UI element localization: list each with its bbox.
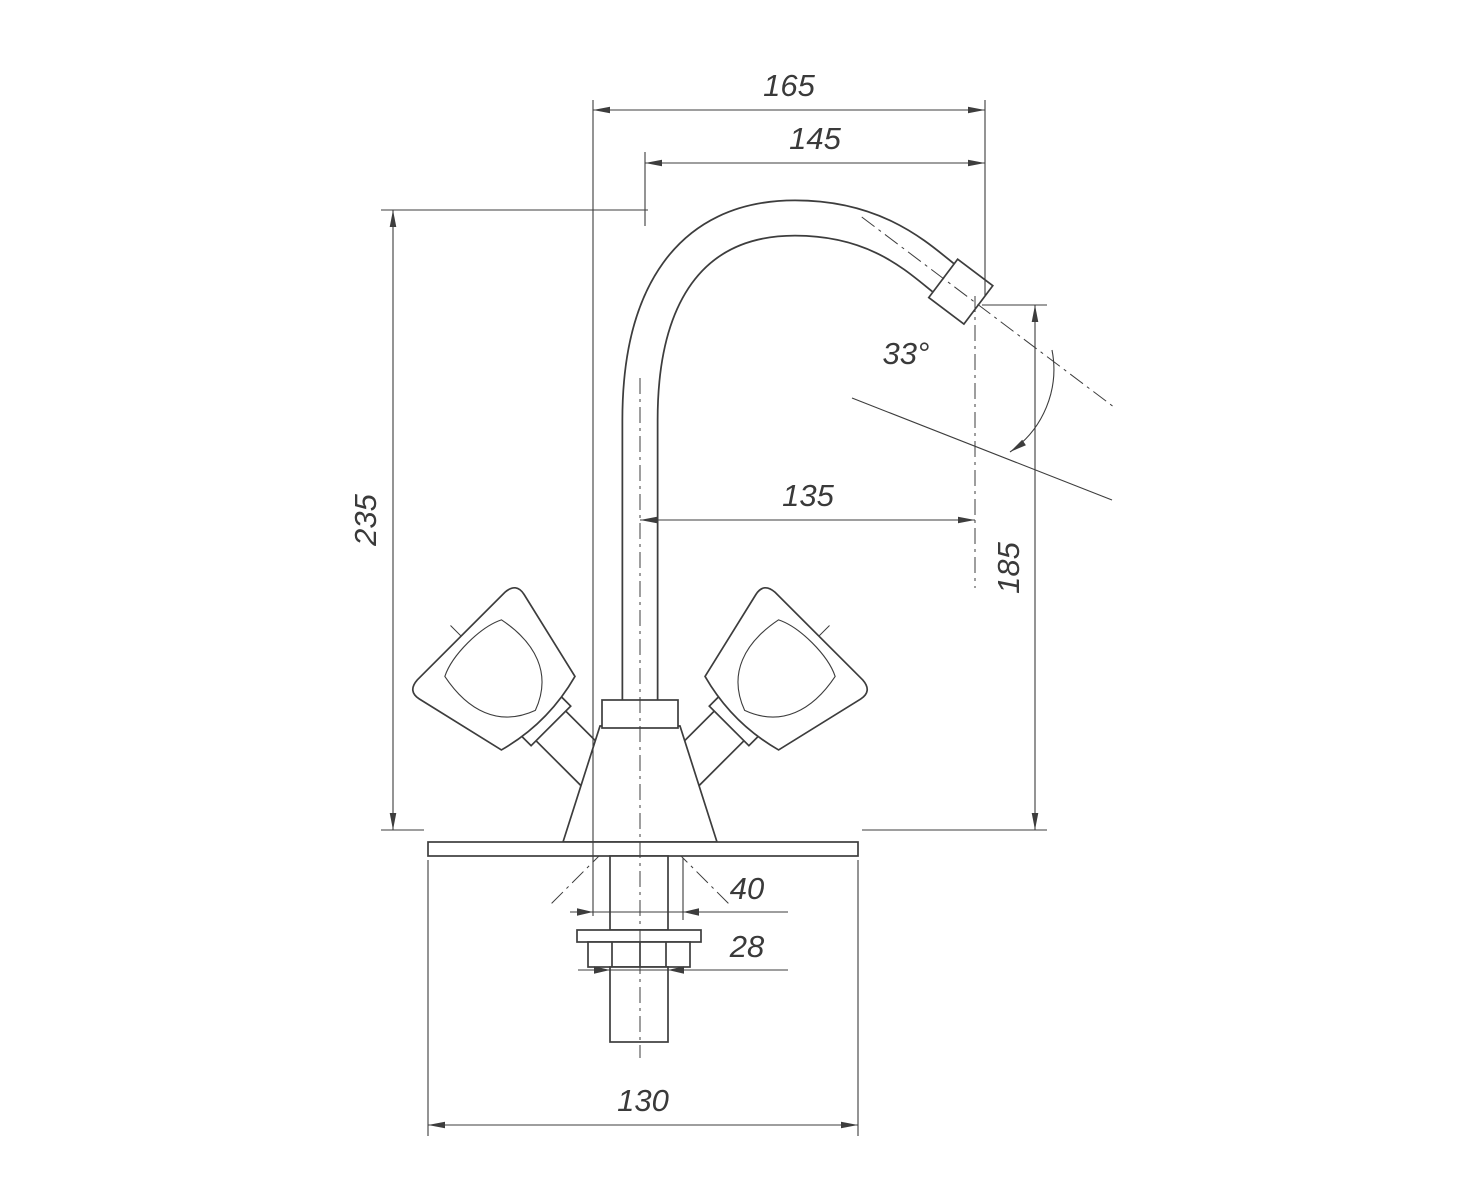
faucet-handle-right — [549, 586, 869, 906]
dim-label-165: 165 — [763, 68, 815, 103]
dim-label-135: 135 — [782, 478, 834, 513]
dimension-body-width: 40 — [570, 858, 788, 920]
under-deck-shank — [576, 855, 702, 1043]
dim-label-28: 28 — [729, 929, 765, 964]
mounting-deck — [427, 841, 859, 857]
dimension-height-above-deck: 235 — [348, 209, 648, 831]
dimension-base-width: 130 — [427, 860, 859, 1136]
dimension-spout-angle: 33° — [851, 336, 1113, 501]
dim-label-40: 40 — [730, 871, 764, 906]
spout-aerator — [861, 216, 1115, 408]
dim-label-130: 130 — [617, 1083, 669, 1118]
dim-label-235: 235 — [348, 493, 383, 546]
dimension-spout-reach: 135 — [640, 296, 976, 588]
dim-label-185: 185 — [991, 541, 1026, 593]
dimension-shank-width: 28 — [578, 929, 788, 974]
dim-label-145: 145 — [789, 121, 841, 156]
dim-label-33deg: 33° — [883, 336, 930, 371]
faucet-spout — [621, 199, 962, 704]
dimension-upper-reach: 145 — [644, 121, 985, 226]
dimension-outlet-height: 185 — [862, 304, 1047, 831]
dimension-overall-reach: 165 — [592, 68, 986, 916]
